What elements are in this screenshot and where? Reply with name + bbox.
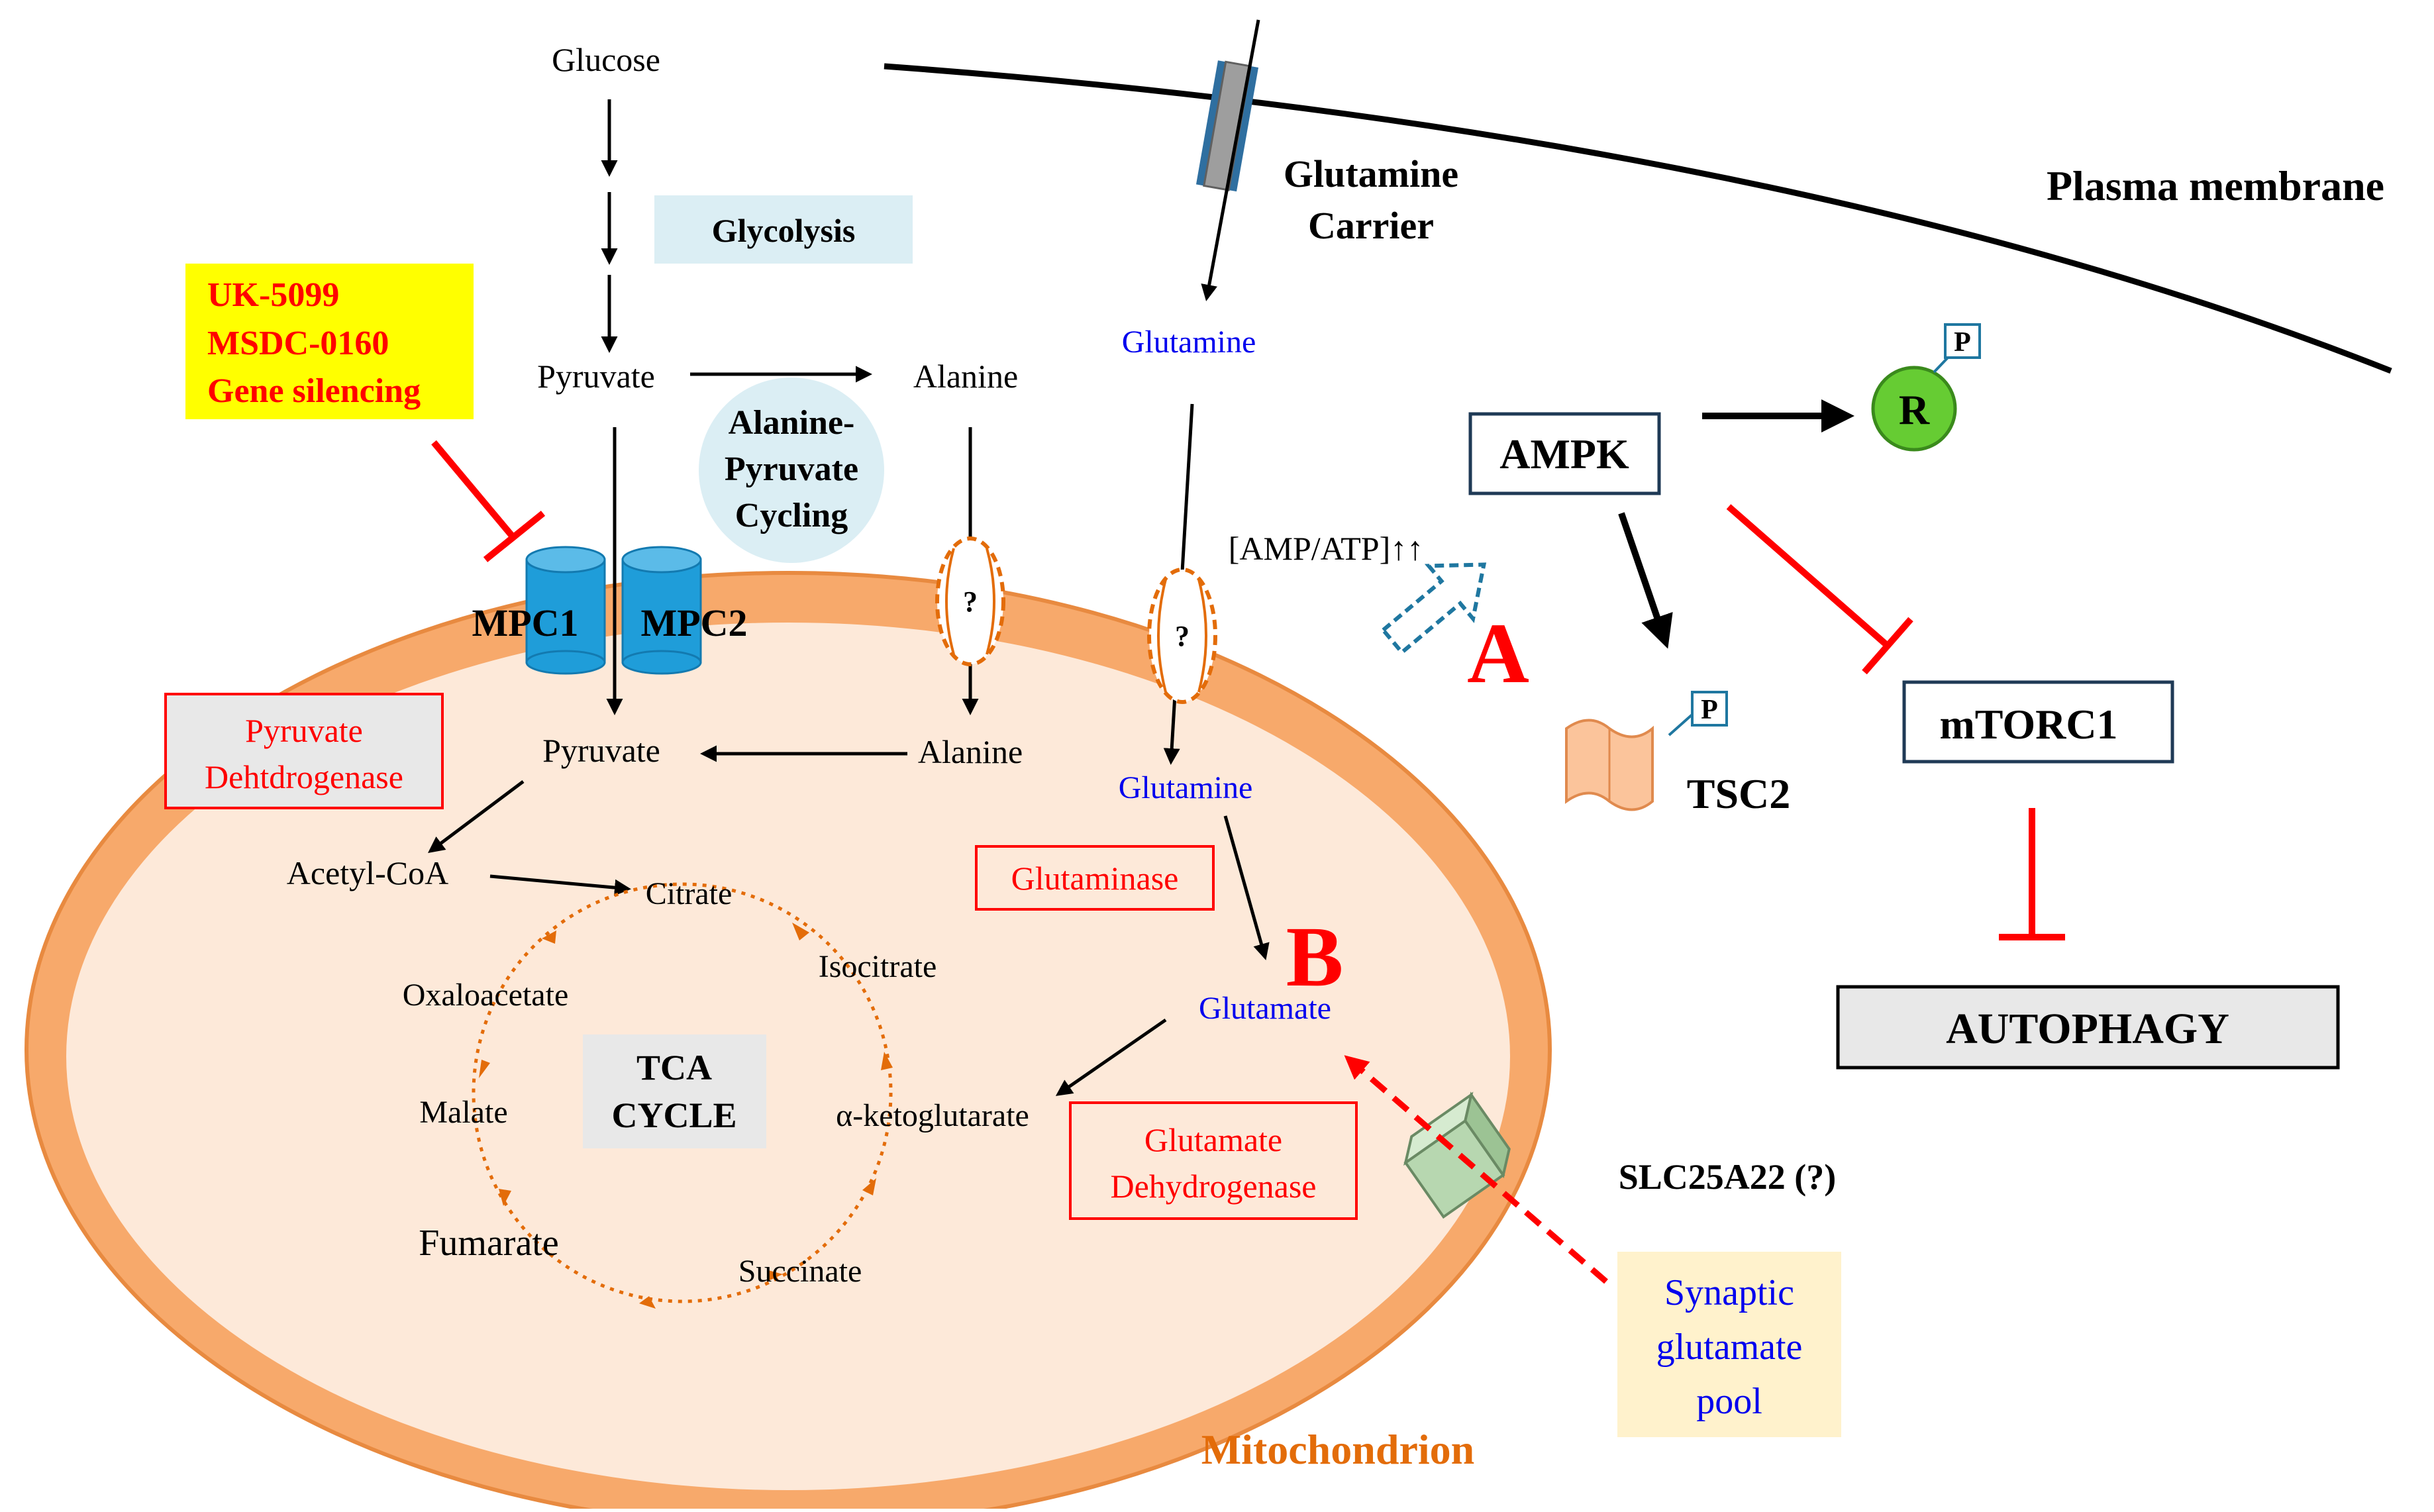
glutamate-dehydrogenase-box <box>1069 1101 1358 1220</box>
tca-cycle-arrowheads <box>479 923 893 1309</box>
slc25a22-transporter <box>1403 1091 1511 1219</box>
amp-atp-label: [AMP/ATP]↑↑ <box>1229 530 1423 567</box>
arrow-glutamine-to-glutamate <box>1223 815 1270 960</box>
cytosol-pyruvate-label: Pyruvate <box>537 358 655 395</box>
mito-alanine-label: Alanine <box>918 733 1023 770</box>
mito-glutamate-label: Glutamate <box>1199 991 1331 1026</box>
synaptic-pool-box <box>1617 1252 1841 1437</box>
tca-cycle-label-2: CYCLE <box>611 1095 736 1135</box>
autophagy-box <box>1836 985 2340 1070</box>
mito-pyruvate-label: Pyruvate <box>542 732 660 769</box>
glutamine-carrier-label-1: Glutamine <box>1284 152 1458 195</box>
mtorc1-label: mTORC1 <box>1939 701 2117 748</box>
arrow-pyruvate-to-acetylcoa <box>428 780 525 853</box>
mpc2-cylinder <box>621 546 702 675</box>
arrow-ampk-to-tsc2 <box>1618 512 1673 649</box>
mitochondrion-label: Mitochondrion <box>1201 1426 1474 1473</box>
glycolysis-box <box>654 195 913 264</box>
label-b: B <box>1286 909 1344 1005</box>
glutamine-carrier-transporter <box>1195 60 1259 192</box>
inhibitor-line-2: MSDC-0160 <box>207 325 389 362</box>
inhibitor-box <box>185 264 474 419</box>
unknown-glutamine-transporter-label: ? <box>1175 620 1190 652</box>
mpc1-cylinder <box>525 546 606 675</box>
inhibitor-line-3: Gene silencing <box>207 372 421 410</box>
isocitrate-label: Isocitrate <box>819 949 937 984</box>
cytosol-alanine-label: Alanine <box>913 358 1018 395</box>
fumarate-label: Fumarate <box>419 1223 558 1264</box>
tca-cycle-label-1: TCA <box>636 1048 712 1087</box>
glucose-label: Glucose <box>552 41 660 78</box>
alanine-pyruvate-cycling-circle <box>699 378 884 563</box>
alanine-pyruvate-cycling-line-1: Alanine- <box>729 404 855 442</box>
tsc2-phospho-box <box>1691 691 1728 727</box>
succinate-label: Succinate <box>738 1254 862 1289</box>
r-label: R <box>1899 386 1930 433</box>
inhibition-bar-mpc <box>483 511 546 562</box>
inhibitor-line-1: UK-5099 <box>207 276 339 314</box>
unknown-glutamine-transporter <box>1147 568 1217 704</box>
inhibition-bar-mtorc1 <box>1862 617 1913 675</box>
oxaloacetate-label: Oxaloacetate <box>403 978 569 1013</box>
arrow-acetylcoa-to-citrate <box>489 874 631 896</box>
hollow-arrow-amp-to-ampk <box>1380 562 1487 656</box>
autophagy-label: AUTOPHAGY <box>1946 1005 2229 1053</box>
inhibition-line-mpc <box>431 440 518 542</box>
r-phospho-label: P <box>1954 327 1971 358</box>
synaptic-pool-line-3: pool <box>1696 1381 1762 1422</box>
citrate-label: Citrate <box>646 876 733 911</box>
tca-cycle-ring <box>472 882 893 1303</box>
inhibition-line-ampk-mtorc1 <box>1726 504 1890 648</box>
label-a: A <box>1467 606 1529 701</box>
slc25a22-label: SLC25A22 (?) <box>1619 1157 1837 1197</box>
pyruvate-dehydrogenase-box <box>164 693 444 809</box>
tsc2-phospho-label: P <box>1701 695 1718 725</box>
glutamate-dehydrogenase-line-1: Glutamate <box>1144 1121 1282 1158</box>
unknown-alanine-transporter-label: ? <box>963 585 978 618</box>
arrow-glutamine-carrier <box>1201 19 1260 301</box>
mitochondrion-matrix <box>66 623 1510 1490</box>
plasma-membrane-line <box>884 63 2392 374</box>
malate-label: Malate <box>419 1095 507 1130</box>
mpc1-label: MPC1 <box>472 601 578 644</box>
acetyl-coa-label: Acetyl-CoA <box>287 854 448 891</box>
arrow-glutamate-to-akg <box>1055 1018 1167 1096</box>
synaptic-pool-line-2: glutamate <box>1656 1327 1803 1368</box>
cytosol-glutamine-label: Glutamine <box>1122 325 1256 360</box>
alpha-ketoglutarate-label: α-ketoglutarate <box>836 1098 1029 1133</box>
glutamine-carrier-label-2: Carrier <box>1308 204 1434 247</box>
mito-glutamine-label: Glutamine <box>1119 770 1253 805</box>
glutamate-dehydrogenase-line-2: Dehydrogenase <box>1111 1168 1317 1205</box>
mtorc1-box <box>1902 680 2174 764</box>
alanine-pyruvate-cycling-line-2: Pyruvate <box>725 450 858 488</box>
r-circle <box>1871 366 1957 452</box>
ampk-box <box>1468 412 1661 495</box>
glutaminase-label: Glutaminase <box>1011 860 1179 897</box>
tca-cycle-box <box>583 1034 766 1148</box>
mpc2-label: MPC2 <box>640 601 747 644</box>
pyruvate-dehydrogenase-line-1: Pyruvate <box>245 712 363 749</box>
ampk-label: AMPK <box>1499 430 1629 478</box>
pyruvate-dehydrogenase-line-2: Dehtdrogenase <box>205 758 403 795</box>
alanine-pyruvate-cycling-line-3: Cycling <box>735 497 848 534</box>
plasma-membrane-label: Plasma membrane <box>2047 162 2384 209</box>
glycolysis-label: Glycolysis <box>712 212 856 249</box>
glutaminase-box <box>975 845 1215 911</box>
unknown-alanine-transporter <box>935 536 1005 666</box>
synaptic-pool-line-1: Synaptic <box>1664 1272 1794 1313</box>
tsc2-label: TSC2 <box>1687 770 1791 817</box>
r-phospho-box <box>1944 323 1981 359</box>
